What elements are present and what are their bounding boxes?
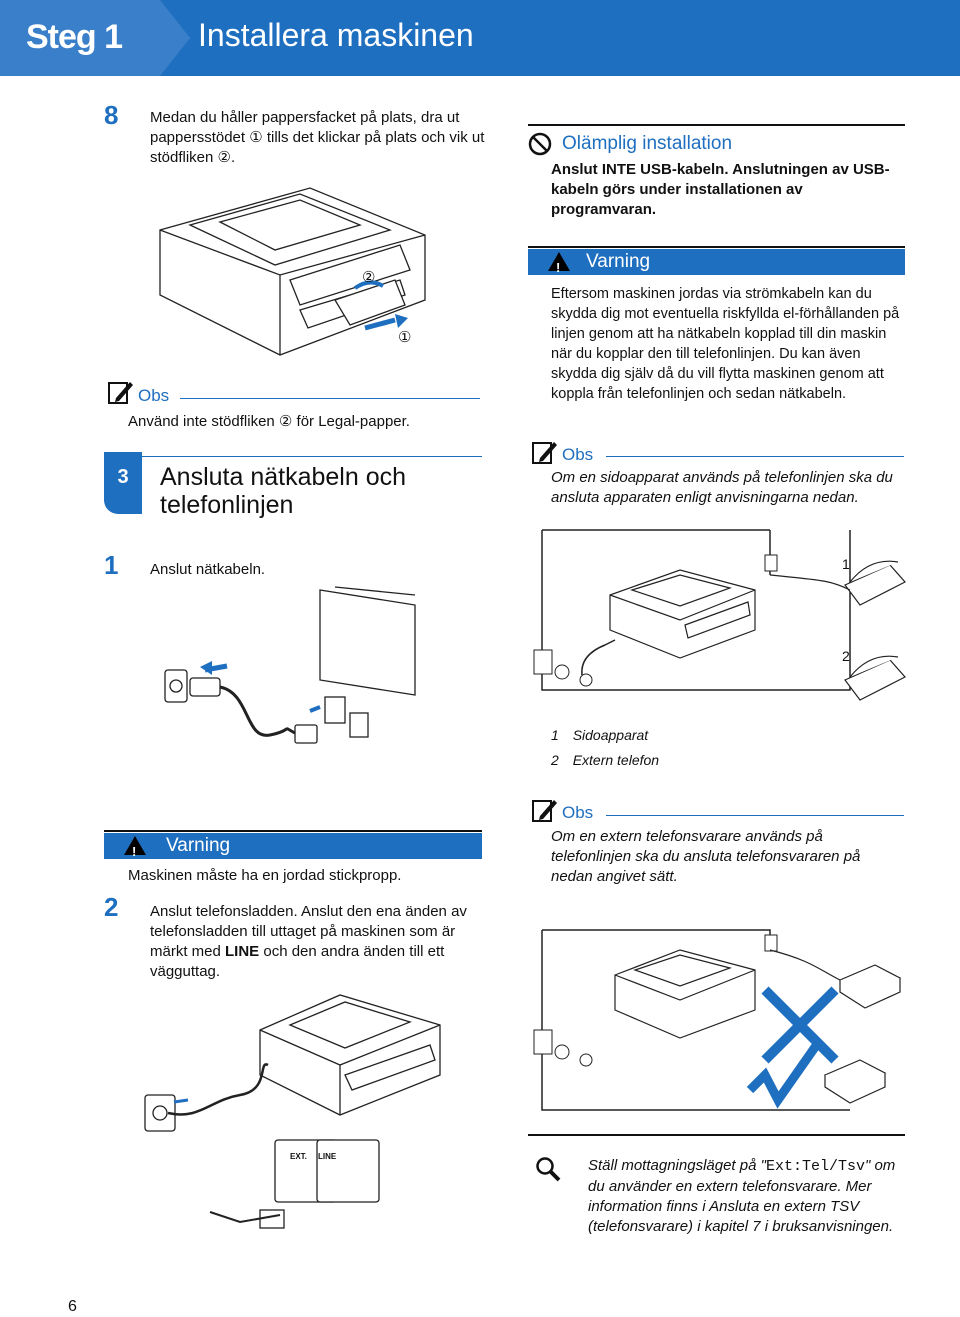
page-title: Installera maskinen — [198, 17, 474, 53]
diagram1-callout-2: 2 — [842, 648, 850, 664]
tip-text: Ställ mottagningsläget på "Ext:Tel/Tsv" … — [588, 1156, 908, 1237]
line-port-label: LINE — [318, 1152, 337, 1161]
legend-label: Extern telefon — [572, 752, 660, 768]
magnifier-icon — [536, 1157, 561, 1182]
improper-rule — [528, 124, 905, 126]
prohibited-icon — [528, 132, 552, 156]
note-pencil-icon — [108, 382, 133, 404]
warning-right-rule — [528, 246, 905, 248]
section-3-rule — [104, 456, 482, 457]
callout-1: ① — [398, 329, 412, 346]
legend-num: 2 — [551, 752, 559, 768]
section-3-badge: 3 — [104, 452, 142, 514]
step-2-line-word: LINE — [225, 943, 260, 960]
obs-1-title: Obs — [138, 386, 170, 405]
legend-label: Sidoapparat — [572, 727, 649, 743]
legend-item: 1 Sidoapparat — [551, 727, 648, 743]
step-2-number: 2 — [104, 892, 119, 922]
note-pencil-icon — [532, 442, 557, 464]
obs-3-title: Obs — [562, 803, 594, 822]
tip-mode-code: Ext:Tel/Tsv — [765, 1158, 865, 1175]
warning-right-text: Eftersom maskinen jordas via strömkabeln… — [551, 286, 900, 402]
ext-port-label: EXT. — [290, 1152, 307, 1161]
warning-left-rule — [104, 830, 482, 832]
printer-paper-support-illustration — [159, 187, 426, 356]
section-3-title: Ansluta nätkabeln och telefonlinjen — [160, 463, 406, 519]
answering-machine-diagram — [533, 929, 902, 1111]
obs-3-rule — [606, 815, 904, 816]
step-2-text-b: och den andra änden till ett vägguttag. — [150, 943, 445, 980]
step-label: Steg 1 — [26, 18, 123, 56]
note-pencil-icon — [532, 800, 557, 822]
improper-text: Anslut INTE USB-kabeln. Anslutningen av … — [551, 161, 890, 218]
header-step-tab: Steg 1 — [0, 0, 190, 76]
warning-right-title: Varning — [586, 251, 651, 272]
warning-right-bar: Varning — [528, 249, 905, 281]
tip-text-a: Ställ mottagningsläget på " — [588, 1157, 766, 1174]
tip-text-b: " om du använder en extern telefonsvarar… — [588, 1157, 896, 1235]
step-2-text-a: Anslut telefonsladden. Anslut den ena än… — [150, 903, 467, 960]
warning-icon — [548, 252, 570, 281]
legend-item: 2 Extern telefon — [551, 752, 659, 768]
phone-line-illustration — [144, 994, 441, 1229]
warning-left-text: Maskinen måste ha en jordad stickpropp. — [128, 867, 402, 884]
step-1-number: 1 — [104, 550, 119, 580]
warning-icon — [124, 836, 146, 865]
warning-left-title: Varning — [166, 835, 231, 856]
page-number: 6 — [68, 1298, 77, 1315]
step-8-text: Medan du håller pappersfacket på plats, … — [150, 109, 485, 166]
tip-rule — [528, 1134, 905, 1136]
warning-left-bar: Varning — [104, 833, 482, 865]
obs-2-text: Om en sidoapparat används på telefonlinj… — [551, 469, 893, 506]
section-3-title-line1: Ansluta nätkabeln och — [160, 463, 407, 491]
obs-2-title: Obs — [562, 445, 594, 464]
diagram1-callout-1: 1 — [842, 556, 850, 572]
legend-num: 1 — [551, 727, 559, 743]
power-cable-illustration — [164, 586, 416, 744]
obs-2-rule — [606, 456, 904, 457]
improper-title: Olämplig installation — [562, 133, 733, 154]
step-1-text: Anslut nätkabeln. — [150, 561, 266, 578]
obs-3-text: Om en extern telefonsvarare används på t… — [551, 828, 861, 885]
extension-phone-diagram — [533, 529, 906, 701]
obs-1-text: Använd inte stödfliken ② för Legal-pappe… — [128, 413, 410, 430]
obs-1-rule — [180, 398, 480, 399]
step-2-text: Anslut telefonsladden. Anslut den ena än… — [150, 902, 490, 982]
callout-2: ② — [362, 269, 376, 286]
header-title-bar: Installera maskinen — [150, 0, 960, 76]
step-8-number: 8 — [104, 100, 119, 130]
section-3-title-line2: telefonlinjen — [160, 491, 294, 519]
